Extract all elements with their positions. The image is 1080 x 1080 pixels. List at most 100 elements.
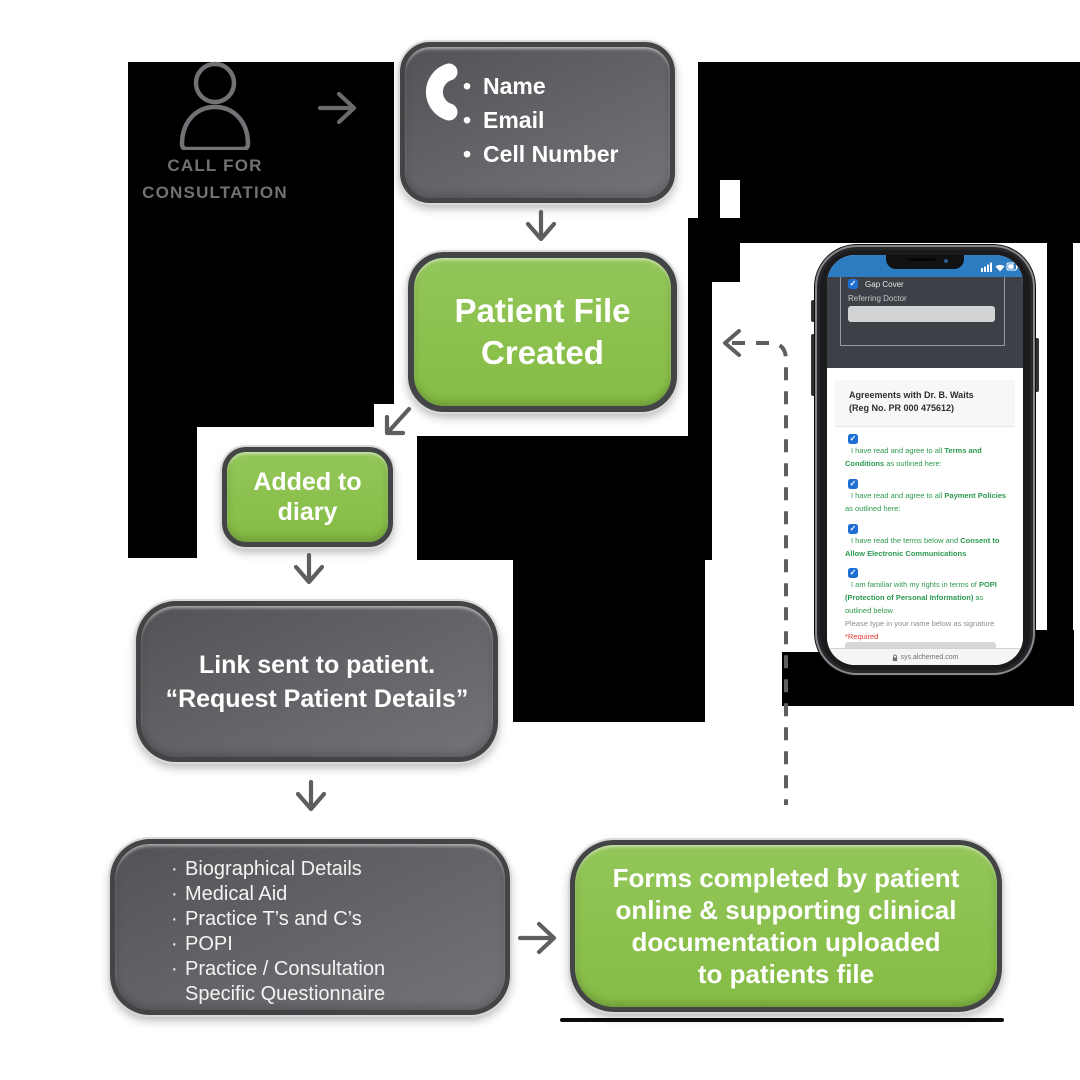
details-item-label: Specific Questionnaire: [185, 983, 386, 1005]
added-box-line: Added to: [253, 468, 362, 496]
link-box-line: “Request Patient Details”: [165, 684, 469, 713]
contact-item-label: Cell Number: [483, 141, 619, 167]
phone-handset-icon: [425, 63, 458, 121]
shadow-line: [560, 1018, 1004, 1022]
forms-box-line: documentation uploaded: [631, 927, 941, 957]
contact-items: • Name •Email • Cell Number: [463, 69, 618, 171]
caller-label: CALL FOR CONSULTATION: [100, 152, 330, 206]
popi-agreement-text: I am familiar with my rights in terms of…: [845, 578, 1007, 617]
added-box-line: diary: [277, 498, 338, 526]
background-black-region: [417, 436, 712, 560]
agreement-text: I have read and agree to all: [851, 491, 945, 500]
forms-box-line: to patients file: [697, 959, 875, 989]
terms-agreement-text: I have read and agree to all Terms and C…: [845, 444, 1007, 470]
payment-agreement-text: I have read and agree to all Payment Pol…: [845, 489, 1007, 515]
bullet-icon: ·: [171, 908, 178, 930]
agreement-text: as outlined below: [845, 593, 984, 615]
camera-icon: [944, 259, 948, 263]
arrow-right-icon: [518, 921, 557, 955]
patient-file-line: Patient File: [454, 292, 631, 329]
agreement-text: I have read and agree to all: [851, 446, 945, 455]
phone-screen: ✓ Gap Cover Referring Doctor Agreements …: [827, 255, 1023, 665]
agreement-bold-text: Terms and Conditions: [845, 446, 982, 468]
background-black-region: [513, 540, 705, 722]
background-black-region: [698, 62, 1080, 243]
bullet-icon: •: [463, 141, 472, 167]
terms-checkbox[interactable]: ✓: [848, 434, 858, 444]
phone-power-button: [1034, 338, 1039, 392]
forms-box-line: online & supporting clinical: [615, 895, 957, 925]
details-item-label: Practice T’s and C’s: [185, 908, 362, 930]
details-item-label: POPI: [185, 933, 233, 955]
list-item-continuation: Specific Questionnaire: [171, 982, 385, 1007]
agreement-text: as outlined here:: [845, 504, 901, 513]
list-item: • Name: [463, 69, 618, 103]
contact-details-box: • Name •Email • Cell Number: [400, 42, 675, 203]
status-icons: [981, 262, 1019, 272]
gap-cover-checkbox[interactable]: ✓: [848, 279, 858, 289]
bullet-icon: ·: [171, 858, 178, 880]
contact-item-label: Name: [483, 73, 546, 99]
arrow-down-icon: [525, 210, 557, 242]
payment-checkbox[interactable]: ✓: [848, 479, 858, 489]
agreement-bold-text: Consent to Allow Electronic Communicatio…: [845, 536, 1000, 558]
forms-completed-box: Forms completed by patient online & supp…: [570, 840, 1002, 1012]
gap-cover-label: Gap Cover: [865, 280, 904, 289]
dashed-connector-arrow: [723, 329, 788, 805]
phone-url-bar[interactable]: sys.alchemed.com: [827, 648, 1023, 665]
phone-agreements-section: Agreements with Dr. B. Waits (Reg No. PR…: [827, 368, 1023, 657]
person-icon: [179, 61, 251, 150]
agreement-bold-text: Payment Policies: [944, 491, 1007, 500]
speaker-slit: [908, 258, 936, 261]
agreement-text: as outlined here:: [884, 459, 942, 468]
details-item-label: Biographical Details: [185, 858, 362, 880]
background-black-region: [1047, 243, 1073, 677]
required-label: *Required: [845, 632, 879, 641]
added-to-diary-box: Added to diary: [222, 447, 393, 547]
communications-agreement-text: I have read the terms below and Consent …: [845, 534, 1007, 560]
phone-form-panel: [840, 277, 1005, 346]
patient-details-list-box: · Biographical Details · Medical Aid · Prac…: [110, 839, 510, 1015]
details-item-label: Practice / Consultation: [185, 958, 386, 980]
bullet-icon: •: [463, 107, 472, 133]
phone-volume-button: [811, 334, 816, 396]
list-item: · Practice / Consultation: [171, 957, 385, 982]
list-item: · POPI: [171, 932, 385, 957]
list-item: · Practice T’s and C’s: [171, 907, 385, 932]
link-sent-box: Link sent to patient. “Request Patient D…: [136, 601, 498, 762]
phone-silence-button: [811, 300, 816, 322]
background-white-notch: [720, 180, 740, 220]
list-item: •Email: [463, 103, 618, 137]
agreements-title-line: (Reg No. PR 000 475612): [849, 403, 955, 413]
divider: [835, 426, 1015, 427]
popi-checkbox[interactable]: ✓: [848, 568, 858, 578]
list-item: · Biographical Details: [171, 857, 385, 882]
bullet-icon: ·: [171, 883, 178, 905]
phone-notch: [886, 255, 964, 269]
caller-label-line: CONSULTATION: [142, 183, 288, 202]
arrow-down-left-icon: [384, 406, 412, 436]
link-box-line: Link sent to patient.: [198, 650, 436, 679]
patient-file-line: Created: [481, 334, 604, 371]
list-item: · Medical Aid: [171, 882, 385, 907]
bullet-icon: ·: [171, 958, 178, 980]
patient-file-created-box: Patient File Created: [408, 252, 677, 412]
agreements-title-line: Agreements with Dr. B. Waits: [849, 390, 974, 400]
details-item-label: Medical Aid: [185, 883, 288, 905]
list-item: • Cell Number: [463, 137, 618, 171]
wifi-icon: [995, 264, 1005, 272]
referring-doctor-input[interactable]: [848, 306, 995, 322]
caller-label-line: CALL FOR: [167, 156, 263, 175]
lock-icon: [892, 654, 897, 661]
signal-icon: [981, 262, 992, 272]
bullet-icon: ·: [171, 933, 178, 955]
arrow-right-icon: [318, 91, 357, 125]
bullet-icon: •: [463, 73, 472, 99]
agreements-heading-block: Agreements with Dr. B. Waits (Reg No. PR…: [835, 380, 1015, 426]
arrow-down-icon: [293, 553, 325, 585]
battery-icon: [1006, 262, 1019, 271]
signature-hint-label: Please type in your name below as signat…: [845, 619, 995, 628]
phone-form-top-section: ✓ Gap Cover Referring Doctor: [827, 277, 1023, 368]
communications-checkbox[interactable]: ✓: [848, 524, 858, 534]
